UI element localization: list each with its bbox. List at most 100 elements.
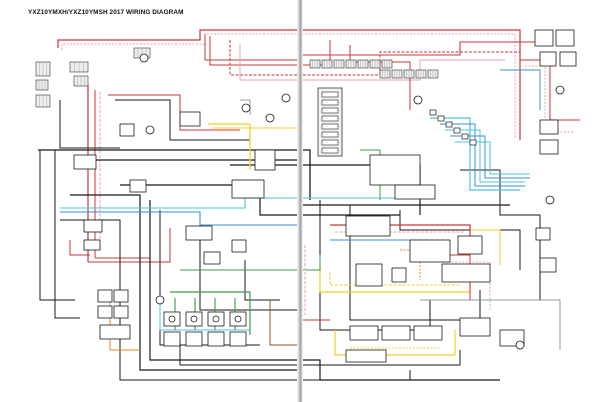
- wire-path: [95, 235, 151, 259]
- sensor-circle: [265, 113, 275, 123]
- component-box: [559, 51, 577, 67]
- component-box: [445, 121, 453, 128]
- component-box: [231, 179, 265, 199]
- component-box: [391, 267, 407, 283]
- component-box: [459, 317, 491, 337]
- component-box: [437, 115, 445, 122]
- wire-path: [299, 30, 540, 56]
- sensor-circle: [545, 195, 555, 205]
- sensor-circle: [281, 93, 291, 103]
- wire-path: [420, 299, 561, 350]
- component-box: [317, 87, 343, 157]
- wire-path: [38, 149, 311, 200]
- wire-path: [455, 141, 530, 175]
- component-box: [185, 311, 203, 327]
- component-box: [321, 123, 339, 130]
- component-box: [119, 123, 135, 137]
- wire-path: [60, 197, 430, 209]
- wire-path: [240, 99, 251, 115]
- component-box: [321, 107, 339, 114]
- wire-path: [239, 44, 505, 81]
- sensor-circle: [413, 95, 423, 105]
- component-box: [345, 349, 387, 363]
- wire-path: [470, 229, 501, 265]
- wire-path: [179, 340, 461, 366]
- component-box: [369, 154, 421, 186]
- wire-path: [229, 40, 520, 76]
- wire-path: [60, 211, 300, 226]
- component-box: [535, 227, 551, 241]
- component-box: [321, 99, 339, 106]
- diagram-title: YXZ10YMXH/YXZ10YMSH 2017 WIRING DIAGRAM: [28, 9, 184, 16]
- component-box: [229, 311, 247, 327]
- component-box: [461, 133, 469, 140]
- component-box: [229, 331, 247, 347]
- component-box: [83, 239, 101, 251]
- wire-path: [180, 255, 321, 271]
- wire-path: [212, 127, 301, 150]
- component-box: [163, 331, 181, 347]
- component-box: [469, 139, 477, 146]
- component-box: [355, 263, 383, 287]
- component-box: [394, 184, 436, 200]
- wire-path: [70, 194, 300, 371]
- wire-path: [88, 228, 171, 263]
- component-box: [207, 311, 225, 327]
- component-box: [429, 109, 437, 116]
- wire-path: [57, 29, 521, 140]
- component-box: [539, 119, 559, 135]
- component-box: [321, 139, 339, 146]
- sensor-circle: [139, 53, 149, 63]
- wire-path: [199, 215, 300, 311]
- component-box: [413, 325, 443, 341]
- wire-path: [120, 184, 400, 216]
- wire-path: [59, 100, 120, 149]
- wire-path: [54, 150, 80, 319]
- component-box: [99, 324, 131, 340]
- wire-path: [269, 300, 300, 346]
- component-box: [534, 29, 554, 47]
- wire-path: [208, 123, 251, 170]
- component-box: [113, 289, 129, 303]
- wire-path: [69, 240, 90, 256]
- component-box: [83, 219, 103, 233]
- wire-path: [520, 59, 580, 121]
- component-box: [409, 239, 451, 263]
- wire-path: [170, 291, 251, 335]
- component-box: [441, 263, 491, 283]
- coil-symbol: [190, 315, 198, 323]
- sensor-circle: [145, 125, 155, 135]
- component-box: [185, 331, 203, 347]
- wire-path: [329, 272, 460, 286]
- coil-symbol: [234, 315, 242, 323]
- component-box: [453, 127, 461, 134]
- wire-path: [460, 169, 541, 300]
- component-box: [555, 29, 575, 47]
- wire-path: [500, 69, 541, 110]
- component-box: [381, 325, 411, 341]
- sensor-circle: [555, 85, 565, 95]
- component-box: [185, 225, 213, 241]
- wire-path: [399, 210, 521, 270]
- sensor-circle: [515, 340, 525, 350]
- wire-path: [440, 123, 525, 187]
- wire-path: [39, 150, 75, 301]
- component-box: [73, 154, 97, 170]
- component-box: [457, 235, 483, 255]
- component-box: [179, 111, 201, 127]
- component-box: [321, 91, 339, 98]
- wire-path: [525, 65, 575, 133]
- wire-path: [420, 261, 491, 310]
- wire-path: [209, 36, 331, 66]
- wire-path: [349, 205, 481, 321]
- component-box: [539, 51, 557, 67]
- component-box: [97, 289, 113, 303]
- component-box: [129, 179, 147, 193]
- component-box: [203, 251, 221, 265]
- coil-symbol: [168, 315, 176, 323]
- page-fold: [297, 0, 303, 402]
- wire-path: [445, 129, 525, 183]
- component-box: [539, 139, 559, 155]
- wire-path: [159, 300, 250, 331]
